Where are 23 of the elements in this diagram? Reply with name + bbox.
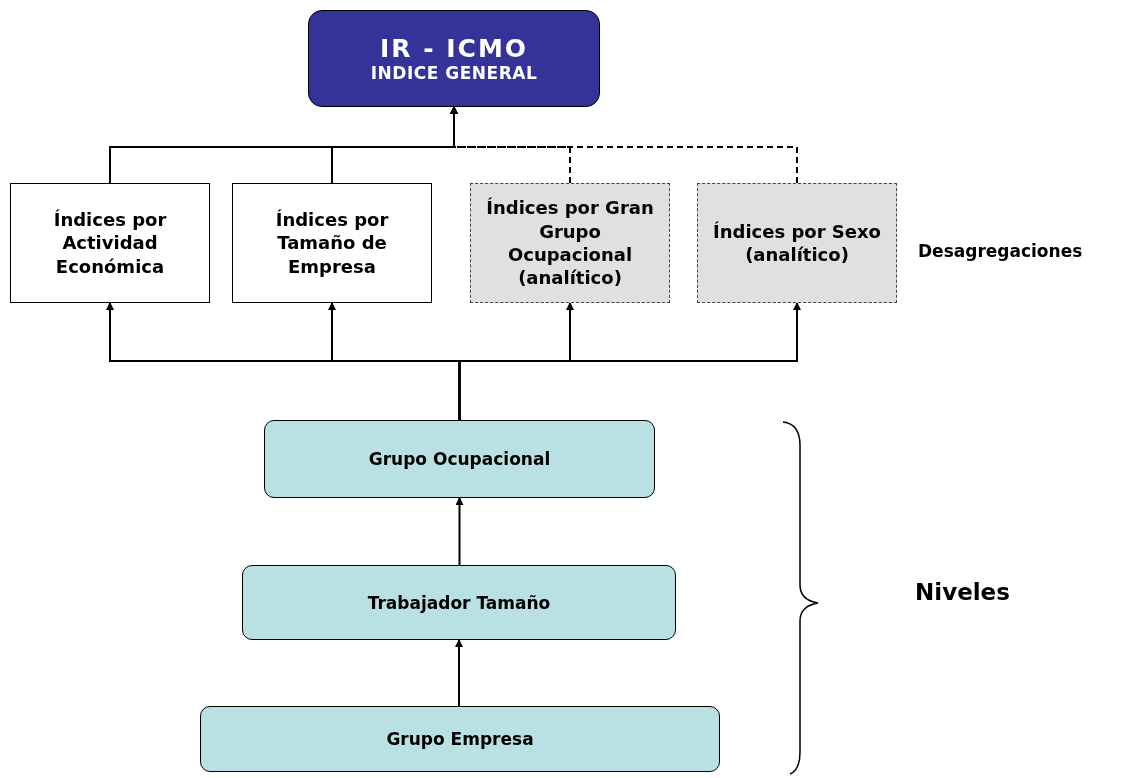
index-box [308, 10, 600, 107]
node-label: Índices por Actividad Económica [52, 207, 168, 279]
node-label: INDICE GENERAL [370, 63, 538, 83]
node-label: Trabajador Tamaño [367, 592, 551, 613]
level-box [264, 420, 655, 498]
node-label: Índices por Gran Grupo Ocupacional (analítico) [485, 196, 655, 290]
connector-arrow [455, 497, 464, 566]
category-box [232, 183, 432, 303]
connector-arrow [458, 302, 801, 421]
category-box [697, 183, 897, 303]
node-label: Grupo Empresa [386, 729, 534, 749]
level-box [242, 565, 676, 640]
category-box [10, 183, 210, 303]
node-label: Índices por Tamaño de Empresa [274, 207, 390, 279]
annotation-label: Desagregaciones [918, 241, 1083, 261]
connector-arrow [455, 639, 463, 707]
node-label: IR - ICMO [379, 34, 529, 63]
category-box [470, 183, 670, 303]
annotation-label: Niveles [915, 579, 1010, 605]
level-box [200, 706, 720, 772]
node-label: Grupo Ocupacional [368, 449, 551, 469]
node-label: Índices por Sexo (analítico) [712, 219, 882, 267]
connector-arrow [331, 106, 458, 184]
